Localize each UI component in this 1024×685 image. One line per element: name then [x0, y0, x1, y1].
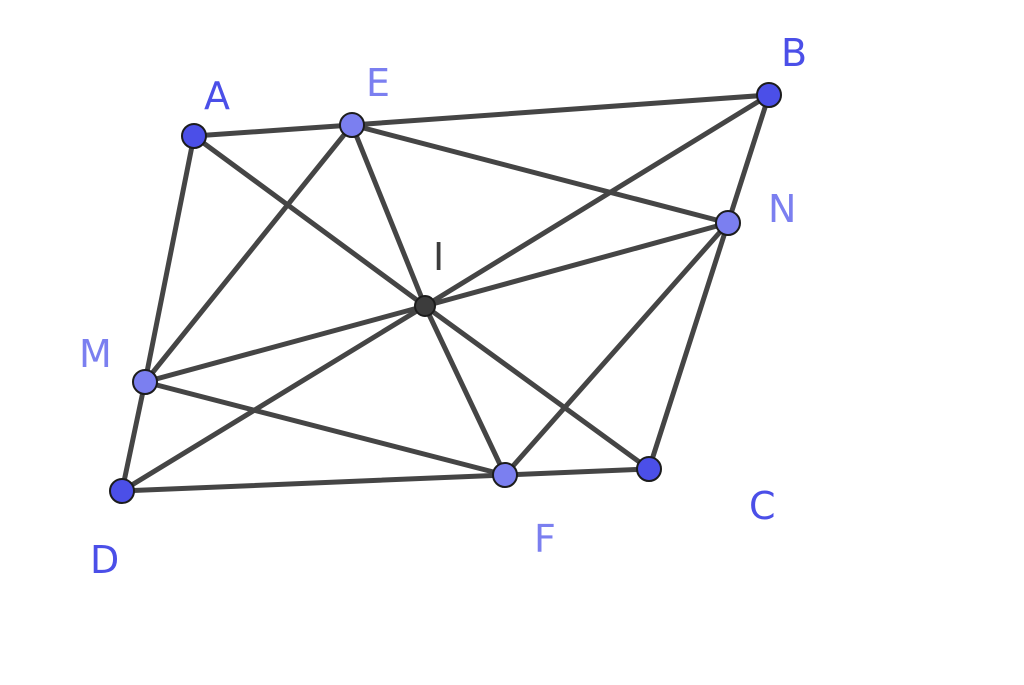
label-f: F: [534, 517, 556, 561]
labels-layer: A B C D E F M N I: [79, 31, 807, 582]
segment-me: [142, 122, 355, 385]
segment-nf: [502, 220, 731, 478]
label-d: D: [90, 538, 119, 582]
segment-fm: [142, 379, 508, 478]
point-n: [715, 210, 741, 236]
label-m: M: [79, 332, 112, 376]
segment-mi: [142, 303, 428, 385]
label-n: N: [768, 187, 796, 231]
segment-if: [422, 303, 508, 478]
segment-cf: [502, 466, 652, 478]
segment-ai: [191, 133, 428, 309]
point-m: [132, 369, 158, 395]
label-e: E: [366, 61, 390, 105]
segment-fd: [119, 472, 508, 494]
segment-eb: [349, 92, 772, 128]
label-c: C: [749, 484, 776, 528]
segment-ma: [142, 133, 197, 385]
segment-in: [422, 220, 731, 309]
segment-ic: [422, 303, 652, 472]
segment-en: [349, 122, 731, 226]
point-c: [636, 456, 662, 482]
segment-bn: [725, 92, 772, 226]
segment-dm: [119, 379, 148, 494]
point-e: [339, 112, 365, 138]
label-b: B: [781, 31, 807, 75]
segment-ei: [349, 122, 428, 309]
label-a: A: [204, 74, 230, 118]
point-a: [181, 123, 207, 149]
point-b: [756, 82, 782, 108]
points-layer: [109, 82, 782, 504]
point-d: [109, 478, 135, 504]
segment-ae: [191, 122, 355, 139]
segment-bi: [422, 92, 772, 309]
segments-layer: [119, 92, 772, 494]
point-i: [414, 295, 436, 317]
point-f: [492, 462, 518, 488]
segment-id: [119, 303, 428, 494]
label-i: I: [433, 235, 444, 279]
segment-nc: [646, 220, 731, 472]
